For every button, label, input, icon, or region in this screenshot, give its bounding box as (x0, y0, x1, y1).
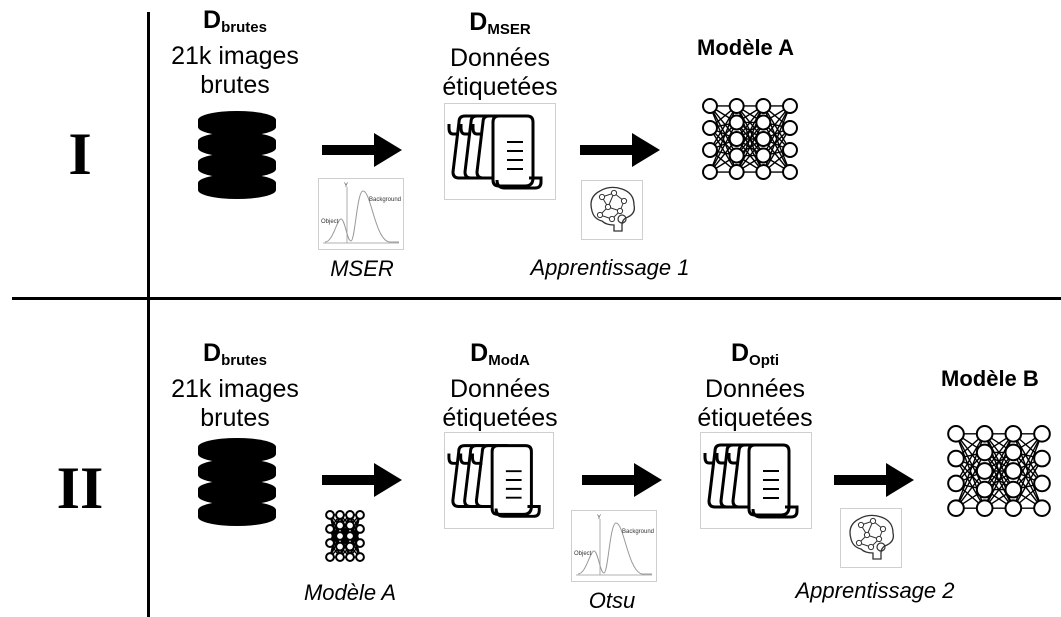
dataset-block-moda: DModA Données étiquetées (425, 339, 575, 433)
histogram-background-label: Background (369, 197, 401, 203)
source-dataset-symbol: Dbrutes (203, 6, 267, 36)
step-caption-apprentissage-2: Apprentissage 2 (795, 578, 955, 603)
dataset-line1: Données (449, 44, 551, 72)
source-line2: brutes (200, 404, 270, 432)
dataset-block-mser: DMSER Données étiquetées (425, 8, 575, 102)
dataset-block-opti: DOpti Données étiquetées (680, 339, 830, 433)
row-numeral-i: I (68, 121, 92, 187)
dataset-line1: Données (704, 375, 806, 403)
arrow-icon (322, 463, 402, 497)
histogram-y-label: Y (597, 515, 601, 521)
histogram-icon: Y Object Background (318, 178, 404, 250)
source-block-row-2: Dbrutes 21k images brutes (160, 339, 310, 433)
dataset-line1: Données (449, 375, 551, 403)
documents-icon (700, 432, 812, 529)
documents-icon (444, 103, 556, 200)
source-line2: brutes (200, 71, 270, 99)
neural-network-icon (702, 98, 798, 180)
step-caption-apprentissage-1: Apprentissage 1 (530, 255, 690, 280)
histogram-background-label: Background (622, 529, 654, 535)
arrow-icon (582, 463, 662, 497)
dataset-symbol-mser: DMSER (469, 8, 531, 38)
step-caption-mser: MSER (330, 256, 394, 281)
step-caption-modele-a: Modèle A (303, 580, 397, 605)
dataset-symbol-moda: DModA (470, 339, 530, 369)
brain-circuit-icon (581, 180, 643, 240)
step-caption-otsu: Otsu (588, 588, 636, 613)
horizontal-divider (12, 297, 1061, 300)
neural-network-icon (322, 509, 368, 563)
histogram-object-label: Object (321, 219, 339, 225)
model-a-title: Modèle A (697, 35, 794, 60)
arrow-icon (580, 133, 660, 167)
dataset-line2: étiquetées (442, 73, 558, 101)
vertical-divider (147, 12, 150, 617)
arrow-icon (322, 133, 402, 167)
source-line1: 21k images (171, 375, 299, 403)
neural-network-icon (947, 424, 1051, 518)
dataset-symbol-opti: DOpti (730, 339, 780, 369)
dataset-line2: étiquetées (442, 404, 558, 432)
documents-icon (444, 432, 554, 529)
model-b-title: Modèle B (941, 366, 1039, 391)
source-line1: 21k images (171, 42, 299, 70)
dataset-line2: étiquetées (697, 404, 813, 432)
row-numeral-ii: II (56, 455, 104, 521)
brain-circuit-icon (840, 508, 902, 568)
histogram-icon: Y Object Background (571, 510, 657, 582)
arrow-icon (834, 463, 914, 497)
source-block-row-1: Dbrutes 21k images brutes (160, 6, 310, 100)
histogram-y-label: Y (344, 183, 348, 189)
database-icon (198, 438, 276, 526)
source-dataset-symbol: Dbrutes (203, 339, 267, 369)
histogram-object-label: Object (574, 551, 592, 557)
database-icon (198, 111, 276, 199)
